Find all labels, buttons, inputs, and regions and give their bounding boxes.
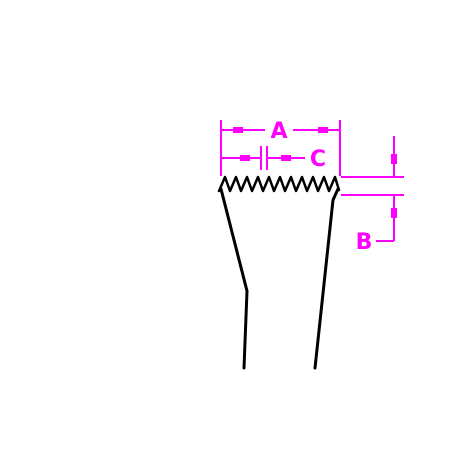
serrated-teeth [217,175,341,193]
dimension-label-c: C [310,147,326,172]
arrowhead-c-right [281,155,291,161]
part-outline [217,175,341,370]
arrowhead-a-left [233,127,243,133]
right-edge [313,187,340,370]
arrowhead-b-bottom [391,208,397,218]
dimension-arrowheads [233,127,397,218]
dimension-label-a: A [270,119,287,144]
arrowhead-c-left [240,155,250,161]
arrowhead-a-right [318,127,328,133]
arrowhead-b-top [391,154,397,164]
dimension-label-b: B [356,230,373,255]
left-edge [219,187,249,370]
